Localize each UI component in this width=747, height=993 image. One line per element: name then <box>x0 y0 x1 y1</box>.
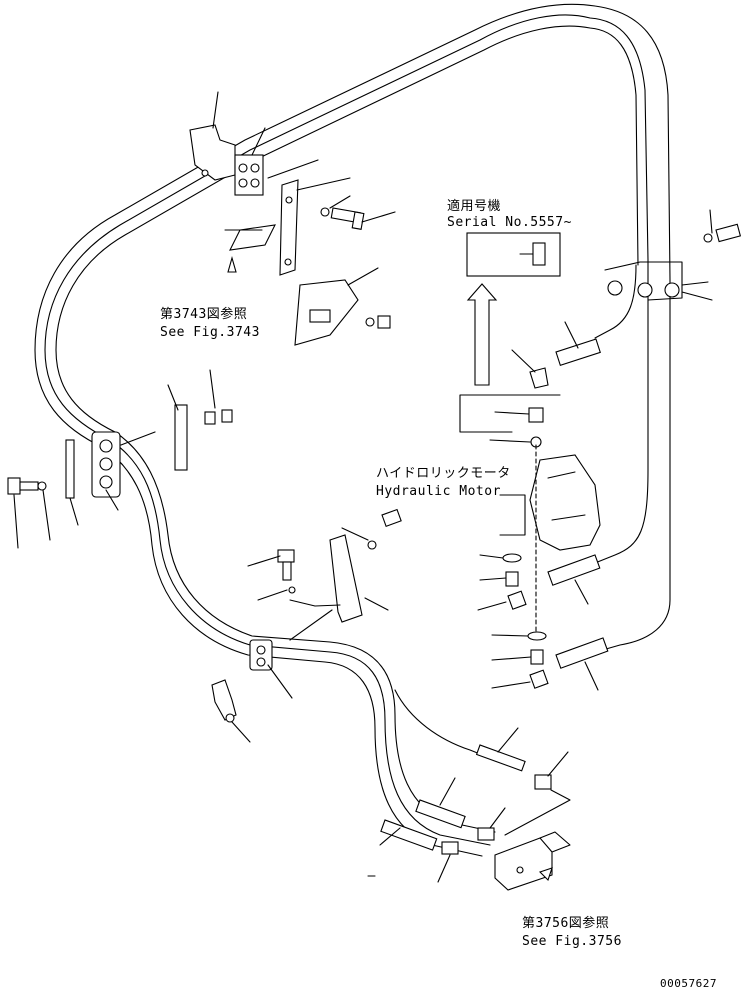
valve-block <box>494 831 571 891</box>
hose-inner-1 <box>55 25 639 833</box>
hydraulic-motor-jp: ハイドロリックモータ <box>376 466 511 481</box>
connectors-lower <box>441 774 571 855</box>
ref-3743-en: See Fig.3743 <box>160 325 260 340</box>
leader-lines <box>13 91 713 883</box>
hose-fitting-5 <box>415 799 466 829</box>
adaptor-plate <box>459 394 561 448</box>
top-clamp <box>189 124 264 196</box>
up-arrow <box>466 283 498 386</box>
bolt-left <box>7 477 47 495</box>
hose-lower <box>394 689 521 771</box>
hose-right-2 <box>584 279 671 656</box>
motor-fittings <box>502 444 549 689</box>
hose-fitting-1 <box>555 338 601 367</box>
hose-fitting-6 <box>380 819 438 851</box>
right-clamp-fittings <box>604 223 742 301</box>
lower-clamp <box>249 639 273 671</box>
hose-right-3 <box>594 264 637 339</box>
hose-right-1 <box>564 259 649 576</box>
drawing-number: 00057627 <box>660 977 717 990</box>
ref-3743-jp: 第3743図参照 <box>160 307 248 322</box>
arrow-3743 <box>227 255 237 273</box>
nut-top <box>365 315 391 329</box>
hydraulic-motor <box>499 454 601 551</box>
ref-3756-jp: 第3756図参照 <box>522 916 610 931</box>
hose-outer <box>44 14 649 846</box>
ref-3756-en: See Fig.3756 <box>522 934 622 949</box>
hose-fitting-2 <box>547 554 601 586</box>
mid-bracket <box>277 508 402 623</box>
elbow-fitting-left <box>211 679 237 723</box>
serial-title: 適用号機 <box>447 199 502 214</box>
bolt-top-1 <box>320 207 365 230</box>
serial-detail-box <box>466 232 561 277</box>
left-clamp <box>65 404 233 499</box>
hose-fitting-4 <box>475 744 526 772</box>
hose-fitting-3 <box>555 637 609 669</box>
hydraulic-motor-en: Hydraulic Motor <box>376 484 501 499</box>
hose-bundle <box>34 3 671 857</box>
bracket-plate-top <box>229 179 359 346</box>
serial-number: Serial No.5557~ <box>447 215 572 230</box>
elbow-fitting-1 <box>529 367 549 389</box>
hose-inner-2 <box>34 3 671 857</box>
